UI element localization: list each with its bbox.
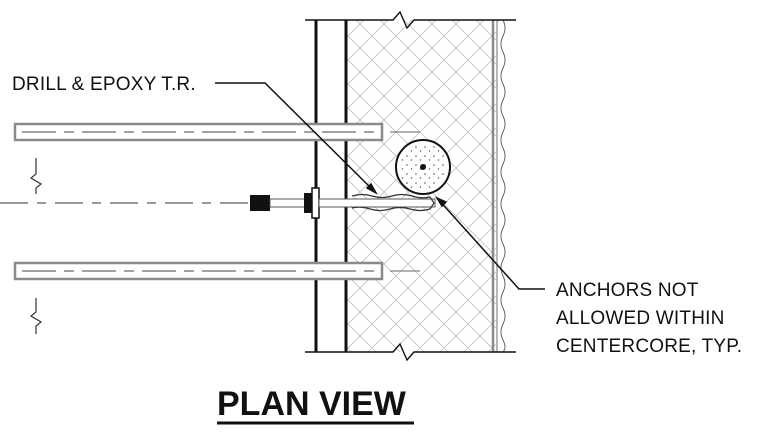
drill-epoxy-leader <box>215 82 378 195</box>
left-break-symbols <box>29 158 43 334</box>
anchors-label-line-1: ANCHORS NOT <box>556 280 699 301</box>
anchors-leader <box>435 196 545 290</box>
anchors-label-line-3: CENTERCORE, TYP. <box>556 336 742 357</box>
top-break-line <box>305 10 516 30</box>
upper-panel <box>13 122 420 142</box>
drill-epoxy-label: DRILL & EPOXY T.R. <box>12 74 196 95</box>
bottom-break-line <box>305 342 516 362</box>
wall-lines <box>314 20 348 352</box>
anchor-rod <box>250 187 436 219</box>
right-break-line <box>500 19 506 353</box>
anchors-label-line-2: ALLOWED WITHIN <box>556 308 725 329</box>
centercore-circle <box>395 139 451 195</box>
lower-panel <box>13 261 420 281</box>
plan-view-title: PLAN VIEW <box>217 385 407 423</box>
core-face-lines <box>491 20 498 352</box>
